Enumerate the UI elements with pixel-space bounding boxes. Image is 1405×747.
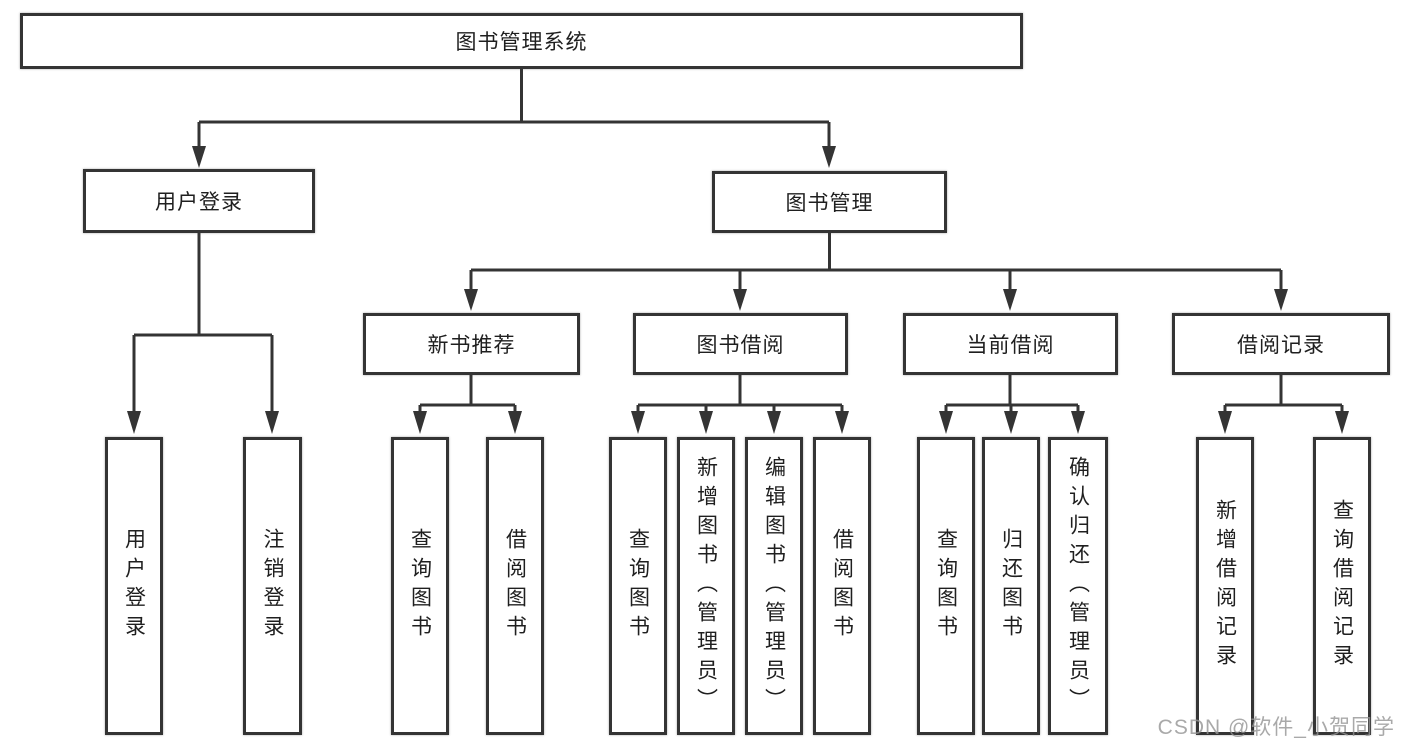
arrowheads [127,146,1349,434]
leaf-return-books: 归还图书 [982,437,1040,735]
leaf-label: 借阅图书 [503,528,527,644]
leaf-borrow-books-recommend: 借阅图书 [486,437,544,735]
leaf-label: 借阅图书 [830,528,854,644]
node-library-management-system: 图书管理系统 [20,13,1023,69]
leaf-label: 编辑图书（管理员） [762,455,786,717]
leaf-add-books-admin: 新增图书（管理员） [677,437,735,735]
leaf-label: 查询图书 [626,528,650,644]
node-user-login-branch: 用户登录 [83,169,315,233]
node-book-borrowing: 图书借阅 [633,313,848,375]
node-book-management-branch: 图书管理 [712,171,947,233]
node-new-book-recommendation: 新书推荐 [363,313,580,375]
leaf-query-books-current: 查询图书 [917,437,975,735]
leaf-label: 用户登录 [122,528,146,644]
leaf-label: 查询图书 [408,528,432,644]
node-current-borrowing: 当前借阅 [903,313,1118,375]
leaf-query-books-borrowing: 查询图书 [609,437,667,735]
node-borrowing-records: 借阅记录 [1172,313,1390,375]
leaf-query-books-recommend: 查询图书 [391,437,449,735]
leaf-user-login: 用户登录 [105,437,163,735]
leaf-label: 查询借阅记录 [1330,499,1354,673]
leaf-label: 归还图书 [999,528,1023,644]
leaf-borrow-books: 借阅图书 [813,437,871,735]
leaf-logout: 注销登录 [243,437,302,735]
leaf-query-borrowing-record: 查询借阅记录 [1313,437,1371,735]
leaf-label: 查询图书 [934,528,958,644]
leaf-label: 注销登录 [261,528,284,644]
leaf-confirm-return-admin: 确认归还（管理员） [1048,437,1108,735]
leaf-label: 新增借阅记录 [1213,499,1237,673]
leaf-label: 确认归还（管理员） [1066,455,1090,717]
leaf-add-borrowing-record: 新增借阅记录 [1196,437,1254,735]
leaf-edit-books-admin: 编辑图书（管理员） [745,437,803,735]
leaf-label: 新增图书（管理员） [694,455,718,717]
watermark: CSDN @软件_小贺同学 [1157,716,1395,739]
connector-paths [132,68,1344,412]
